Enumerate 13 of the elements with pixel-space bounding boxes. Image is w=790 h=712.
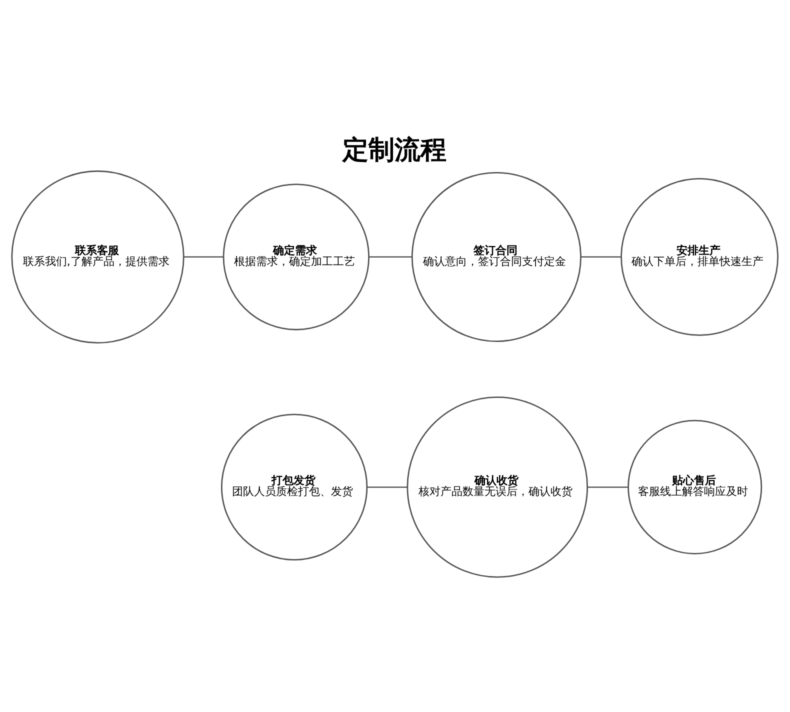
connector: [367, 486, 408, 488]
connector: [588, 486, 628, 488]
node-circle: 签订合同 确认意向，签订合同支付定金: [411, 172, 582, 342]
node-circle: 确认收货 核对产品数量无误后，确认收货: [406, 396, 588, 578]
node-circle: 贴心售后 客服线上解答响应及时: [628, 420, 762, 554]
node-circle: 确定需求 根据需求，确定加工工艺: [222, 184, 370, 330]
connector: [580, 256, 621, 258]
diagram-title: 定制流程: [342, 136, 447, 166]
connector: [184, 256, 224, 258]
node-circle: 联系客服 联系我们,了解产品，提供需求: [11, 170, 184, 344]
node-circle: 安排生产 确认下单后，排单快速生产: [620, 178, 778, 336]
node-circle: 打包发货 团队人员质检打包、发货: [220, 414, 368, 560]
connector: [368, 256, 412, 258]
